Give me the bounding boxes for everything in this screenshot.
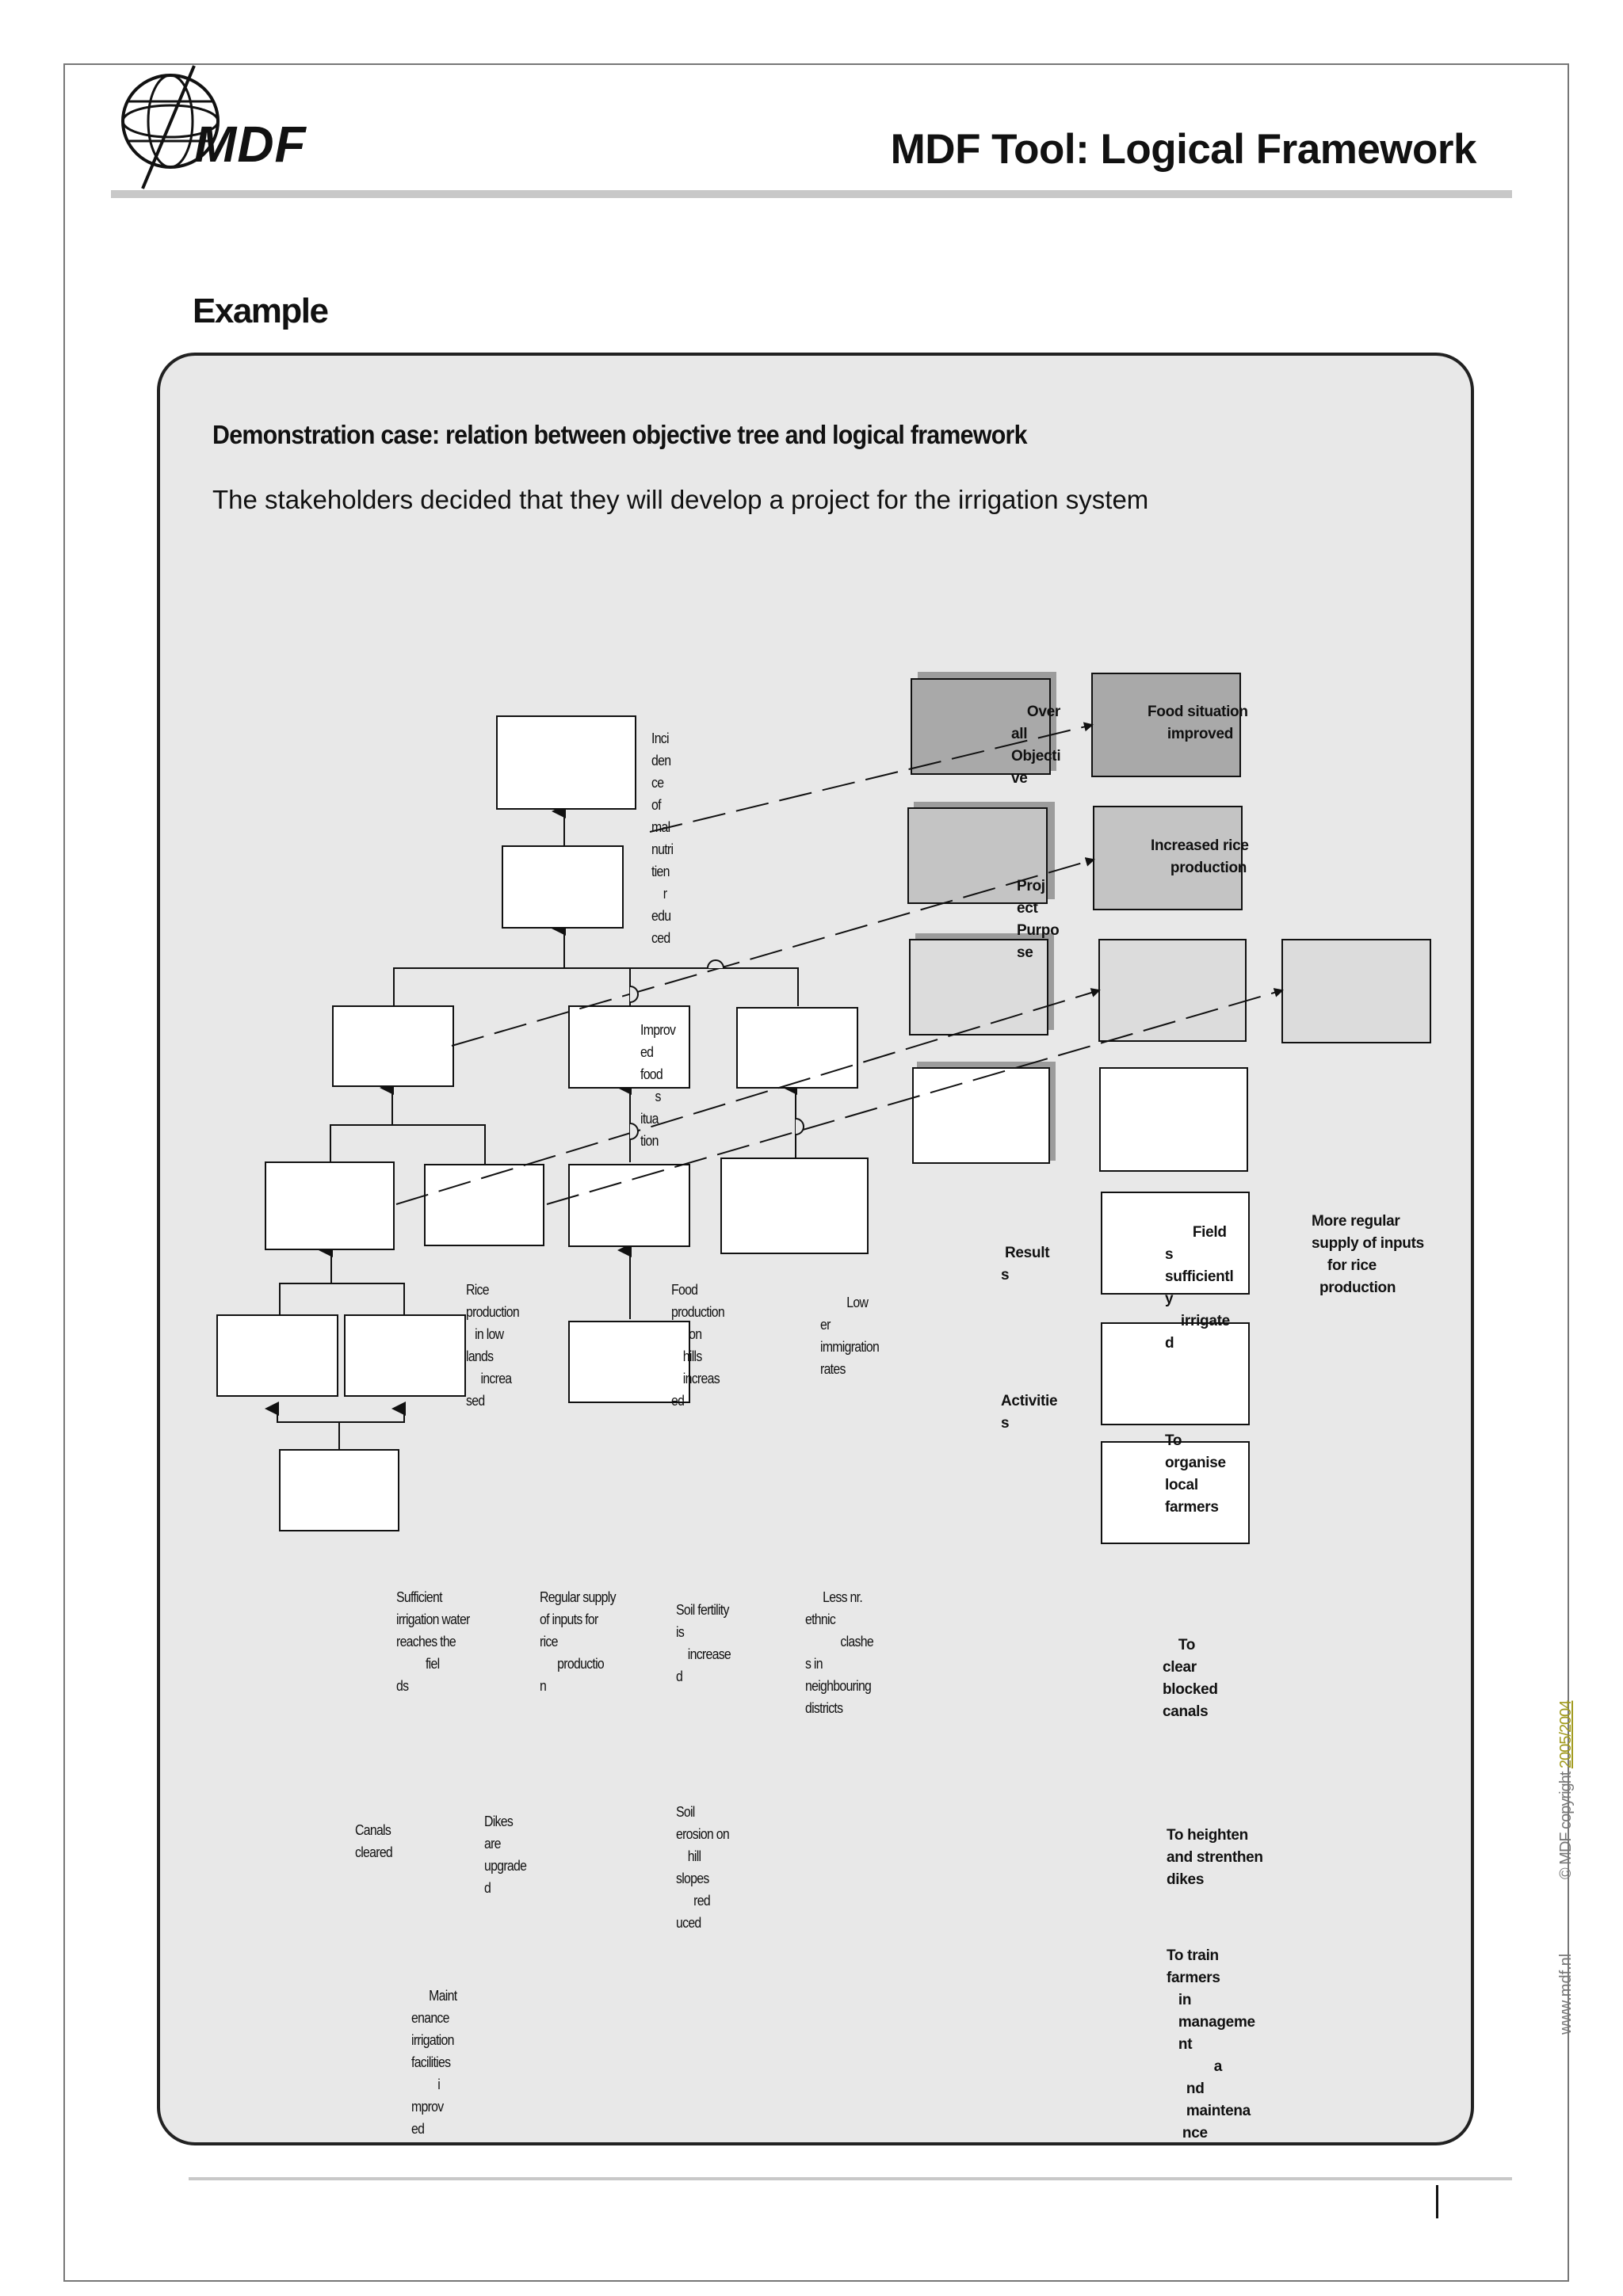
- label-less-clashes: Less nr. ethnic clashe s in neighbouring…: [805, 1589, 874, 1716]
- text-heighten-dikes: To heighten and strenthen dikes: [1167, 1827, 1263, 1888]
- activity-box-1: [1099, 1067, 1248, 1172]
- tree-box-canals: [216, 1314, 338, 1397]
- tree-box-malnutrition: [496, 715, 636, 810]
- page-title: MDF Tool: Logical Framework: [890, 126, 1477, 173]
- tree-box-maintenance: [279, 1449, 399, 1531]
- tree-box-irrigation-water: [265, 1161, 395, 1250]
- label-rice-lowlands: Rice production in low lands increa sed: [466, 1282, 520, 1409]
- text-clear-canals: To clear blocked canals: [1163, 1637, 1218, 1720]
- section-title: Example: [193, 292, 329, 330]
- tree-boxes: [216, 715, 869, 1531]
- line-hops: [629, 959, 804, 1140]
- page-marker: [1436, 2185, 1438, 2218]
- label-dikes-upgraded: Dikes are upgrade d: [484, 1814, 527, 1896]
- tree-box-ethnic-clashes: [720, 1158, 869, 1254]
- label-project-purpose: Proj ect Purpo se: [1017, 878, 1060, 961]
- tree-box-rice-production: [332, 1005, 454, 1087]
- text-fields-irrigated: Field s sufficientl y irrigate d: [1165, 1224, 1234, 1352]
- demo-case-subtitle: The stakeholders decided that they will …: [212, 485, 1149, 514]
- page-frame: [63, 63, 1569, 2282]
- label-food-hills: Food production on hills increas ed: [671, 1282, 725, 1409]
- results-box: [909, 939, 1048, 1035]
- logframe-content-boxes: [1091, 673, 1431, 1544]
- text-more-regular-supply: More regular supply of inputs for rice p…: [1312, 1213, 1424, 1296]
- result-box-1: [1098, 939, 1247, 1042]
- demo-case-title: Demonstration case: relation between obj…: [212, 420, 1027, 449]
- label-activities: Activitie s: [1001, 1393, 1058, 1432]
- side-copyright: © MDF copyright 2005/2004: [1557, 1701, 1575, 1879]
- project-purpose-box: [907, 807, 1048, 904]
- logframe-label-boxes: [907, 678, 1051, 1164]
- activity-box-4: [1101, 1441, 1250, 1544]
- tree-box-soil-erosion: [568, 1321, 690, 1403]
- tree-box-food-production-hills: [568, 1005, 690, 1089]
- text-food-situation-improved: Food situation improved: [1148, 704, 1248, 742]
- tree-box-food-situation: [502, 845, 624, 929]
- overall-objective-box: [911, 678, 1051, 775]
- label-overall-objective: Over all Objecti ve: [1011, 704, 1061, 787]
- activities-box: [912, 1067, 1050, 1164]
- text-organise-farmers: To organise local farmers: [1165, 1432, 1226, 1516]
- tree-connectors: [265, 804, 799, 1450]
- label-regular-supply: Regular supply of inputs for rice produc…: [540, 1589, 617, 1694]
- increased-rice-box: [1093, 806, 1243, 910]
- copyright-year: 2005/2004: [1557, 1700, 1575, 1769]
- tree-box-dikes: [344, 1314, 466, 1397]
- logo-text: MDF: [194, 116, 307, 173]
- label-sufficient-water: Sufficient irrigation water reaches the …: [396, 1589, 470, 1694]
- food-situation-improved-box: [1091, 673, 1241, 777]
- mdf-globe-logo-icon: [121, 65, 220, 189]
- result-box-2: [1281, 939, 1431, 1043]
- tree-box-soil-fertility: [568, 1164, 690, 1247]
- label-canals-cleared: Canals cleared: [355, 1822, 393, 1860]
- copyright-prefix: © MDF copyright: [1557, 1768, 1575, 1879]
- activity-box-2: [1101, 1192, 1250, 1295]
- label-lower-immigration: Low er immigration rates: [820, 1295, 880, 1377]
- activity-box-3: [1101, 1322, 1250, 1425]
- label-results: Result s: [1001, 1245, 1050, 1283]
- label-soil-fertility: Soil fertility is increase d: [676, 1602, 731, 1684]
- text-increased-rice: Increased rice production: [1151, 837, 1249, 876]
- label-soil-erosion: Soil erosion on hill slopes red uced: [676, 1804, 730, 1931]
- footer-divider: [189, 2177, 1512, 2180]
- tree-box-immigration: [736, 1007, 858, 1089]
- label-malnutrition: Inci den ce of mal nutri tien r edu ced: [651, 730, 674, 946]
- header-divider: [111, 190, 1512, 198]
- label-food-situation: Improv ed food s itua tion: [640, 1022, 676, 1149]
- text-train-farmers: To train farmers in manageme nt a nd mai…: [1167, 1947, 1255, 2142]
- label-maintenance: Maint enance irrigation facilities i mpr…: [411, 1988, 457, 2137]
- mapping-dashed-lines: [395, 722, 1284, 1205]
- side-url: www.mdf.nl: [1557, 1953, 1575, 2035]
